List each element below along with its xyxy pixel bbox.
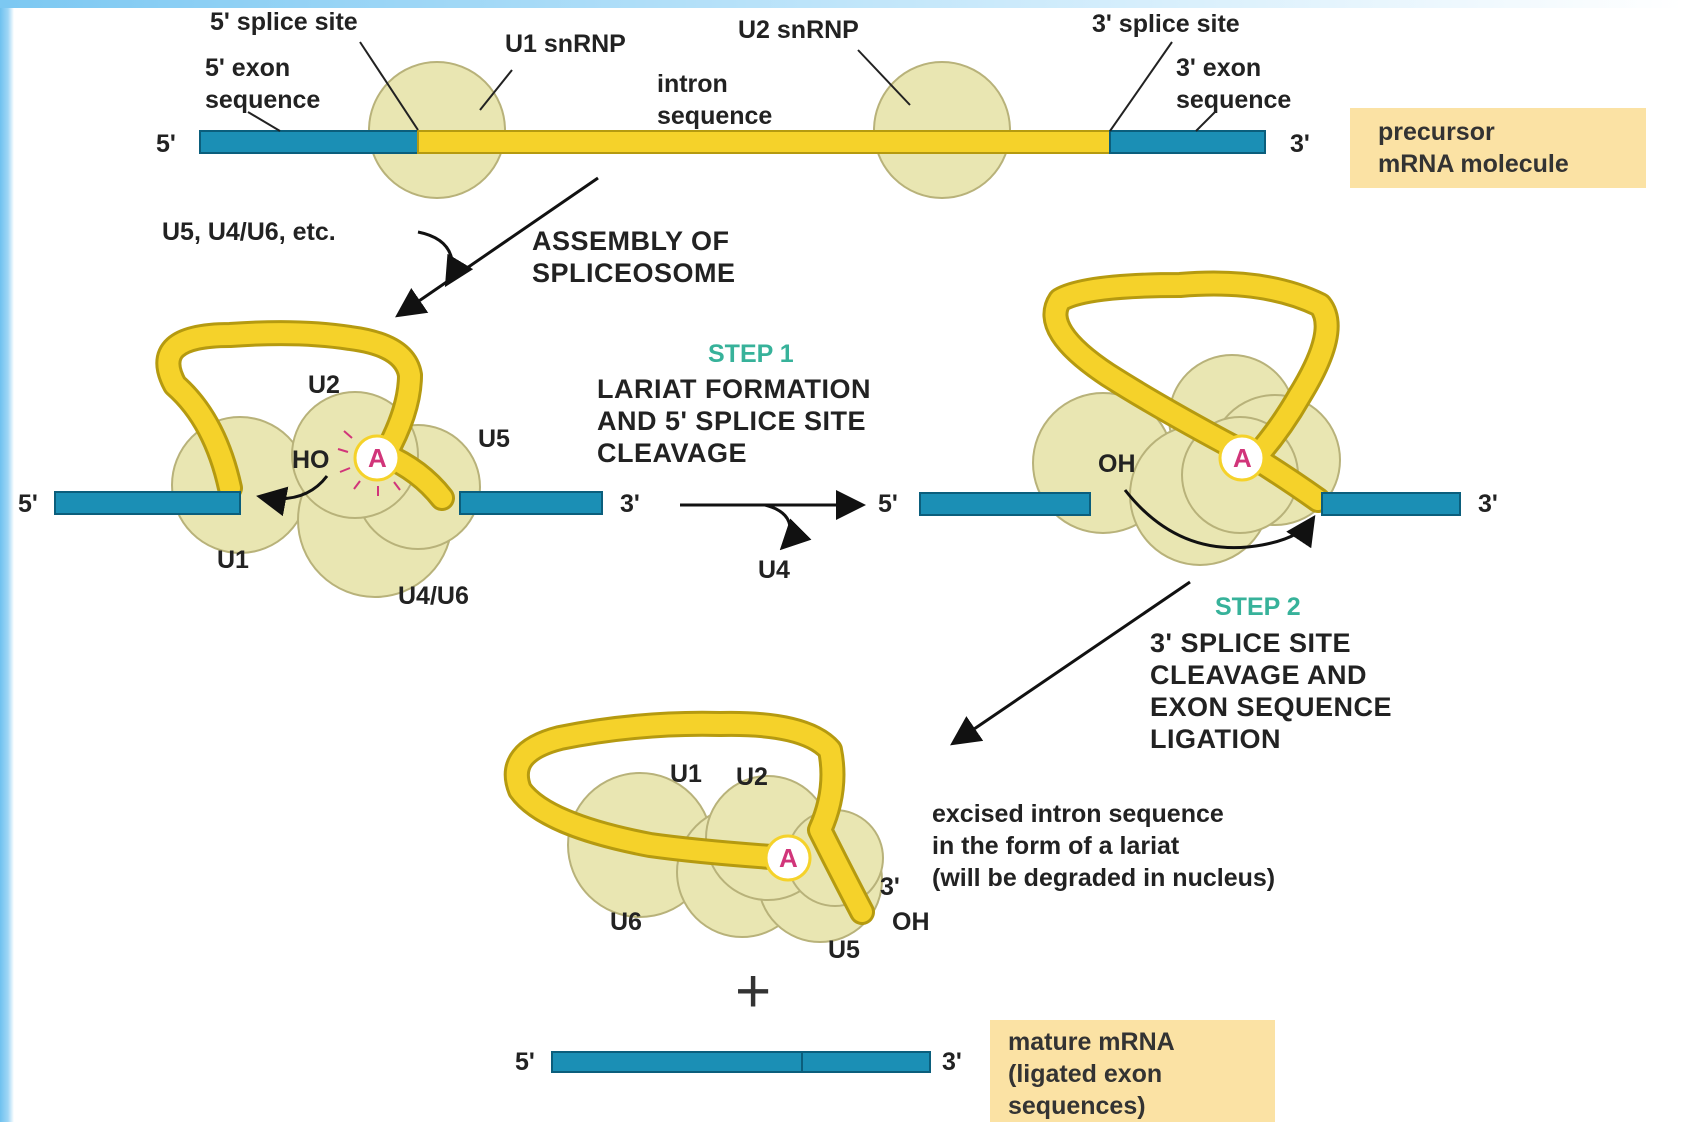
lariat-u2-label: U2 <box>736 763 768 791</box>
lariat-u5-label: U5 <box>828 936 860 964</box>
left-three-exon <box>460 492 602 514</box>
excised-lariat: A U1 U2 U6 U5 3' OH <box>517 724 930 964</box>
right-five-prime: 5' <box>878 490 898 518</box>
step1-line-3: CLEAVAGE <box>597 438 747 468</box>
u5-u4u6-label: U5, U4/U6, etc. <box>162 218 336 246</box>
excised-label-3: (will be degraded in nucleus) <box>932 864 1275 892</box>
step1-line-1: LARIAT FORMATION <box>597 374 871 404</box>
precursor-three-prime: 3' <box>1290 130 1310 158</box>
mature-label-2: (ligated exon <box>1008 1060 1162 1088</box>
right-oh-label: OH <box>1098 450 1136 478</box>
right-three-prime: 3' <box>1478 490 1498 518</box>
branch-a-label: A <box>368 443 387 473</box>
u2-label: U2 <box>308 371 340 399</box>
intron-bar <box>418 131 1110 153</box>
precursor-mrna: 5' splice site U1 snRNP U2 snRNP 3' spli… <box>156 8 1310 198</box>
u2-snrnp-label: U2 snRNP <box>738 16 859 44</box>
precursor-label-2: mRNA molecule <box>1378 150 1569 178</box>
lariat-oh-label: OH <box>892 908 930 936</box>
step2-line-3: EXON SEQUENCE <box>1150 692 1392 722</box>
three-exon-label-2: sequence <box>1176 86 1291 114</box>
three-exon-bar <box>1110 131 1265 153</box>
left-five-exon <box>55 492 240 514</box>
u4-release-arrow <box>765 505 790 546</box>
step2-line-1: 3' SPLICE SITE <box>1150 628 1351 658</box>
five-exon-label-2: sequence <box>205 86 320 114</box>
step1-title: STEP 1 <box>708 340 794 368</box>
right-branch-a-label: A <box>1233 443 1252 473</box>
mature-five-prime: 5' <box>515 1048 535 1076</box>
three-exon-pointer <box>1196 112 1215 131</box>
ho-label: HO <box>292 446 330 474</box>
five-exon-pointer <box>248 112 280 131</box>
right-five-exon <box>920 493 1090 515</box>
u5-u4u6-input-arrow <box>418 232 453 282</box>
u4-label: U4 <box>758 556 790 584</box>
three-splice-site-pointer <box>1110 42 1172 131</box>
right-three-exon <box>1322 493 1460 515</box>
step2-title: STEP 2 <box>1215 593 1301 621</box>
intron-label-1: intron <box>657 70 728 98</box>
mature-label-3: sequences) <box>1008 1092 1146 1120</box>
mature-exon-2 <box>802 1052 930 1072</box>
precursor-five-prime: 5' <box>156 130 176 158</box>
lariat-a-label: A <box>779 843 798 873</box>
excised-label-1: excised intron sequence <box>932 800 1224 828</box>
five-exon-label-1: 5' exon <box>205 54 290 82</box>
lariat-u6-label: U6 <box>610 908 642 936</box>
u1-label: U1 <box>217 546 249 574</box>
step2-line-2: CLEAVAGE AND <box>1150 660 1367 690</box>
left-five-prime: 5' <box>18 490 38 518</box>
left-three-prime: 3' <box>620 490 640 518</box>
mature-label-1: mature mRNA <box>1008 1028 1175 1056</box>
u4u6-label: U4/U6 <box>398 582 469 610</box>
u5-label: U5 <box>478 425 510 453</box>
assembly-label-1: ASSEMBLY OF <box>532 226 730 256</box>
lariat-u1-label: U1 <box>670 760 702 788</box>
intron-label-2: sequence <box>657 102 772 130</box>
u1-snrnp-label: U1 snRNP <box>505 30 626 58</box>
five-exon-bar <box>200 131 418 153</box>
five-splice-site-label: 5' splice site <box>210 8 358 36</box>
spliceosome-right: A OH 5' 3' <box>878 284 1498 565</box>
mature-three-prime: 3' <box>942 1048 962 1076</box>
precursor-label-1: precursor <box>1378 118 1495 146</box>
step1-line-2: AND 5' SPLICE SITE <box>597 406 866 436</box>
mature-exon-1 <box>552 1052 802 1072</box>
step2-line-4: LIGATION <box>1150 724 1281 754</box>
lariat-three-prime: 3' <box>880 873 900 901</box>
plus-sign: + <box>735 957 771 1026</box>
spliceosome-left: A HO 5' 3' U2 U5 U1 U4/U6 <box>18 333 640 610</box>
three-exon-label-1: 3' exon <box>1176 54 1261 82</box>
excised-label-2: in the form of a lariat <box>932 832 1180 860</box>
three-splice-site-label: 3' splice site <box>1092 10 1240 38</box>
assembly-label-2: SPLICEOSOME <box>532 258 736 288</box>
